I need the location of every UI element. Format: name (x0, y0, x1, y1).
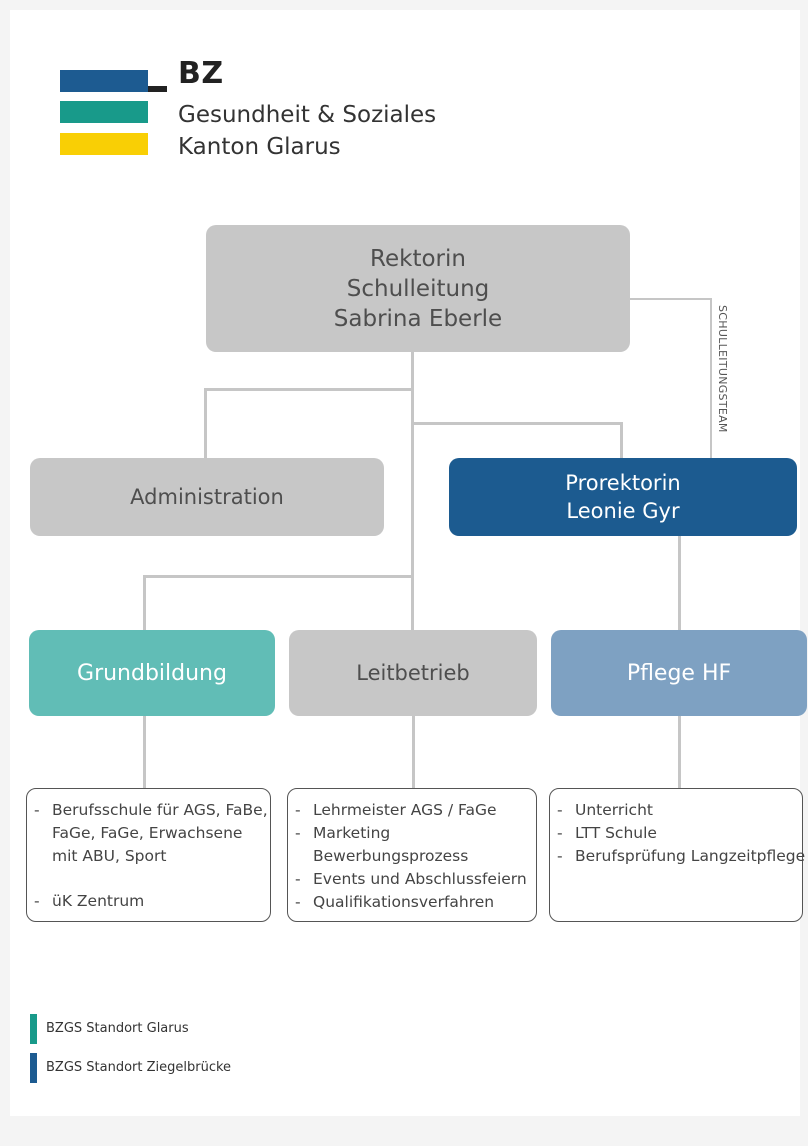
schulleitungsteam-label: SCHULLEITUNGSTEAM (716, 305, 729, 433)
connector-grund-drop (143, 575, 146, 630)
list-item: Qualifikationsverfahren (294, 891, 530, 914)
list-item: Bewerbungsprozess (313, 847, 469, 865)
list-item: Berufsprüfung Langzeitpflege (556, 845, 805, 868)
administration-label: Administration (130, 485, 284, 509)
connector-prorektor-horizontal (411, 422, 623, 425)
pflege-hf-list: Unterricht LTT Schule Berufsprüfung Lang… (549, 788, 805, 922)
connector-team-horizontal (630, 298, 712, 300)
leitbetrieb-box: Leitbetrieb (289, 630, 537, 716)
grundbildung-list: Berufsschule für AGS, FaBe, FaGe, FaGe, … (26, 788, 271, 922)
connector-team-drop (710, 298, 712, 458)
logo-line-2: Kanton Glarus (178, 134, 341, 160)
connector-admin-drop (204, 388, 207, 458)
prorektorin-box: Prorektorin Leonie Gyr (449, 458, 797, 536)
rektorin-box: Rektorin Schulleitung Sabrina Eberle (206, 225, 630, 352)
connector-pflege-drop (678, 536, 681, 630)
bz-logo: BZ Gesundheit & Soziales Kanton Glarus (60, 56, 436, 162)
leitbetrieb-label: Leitbetrieb (356, 661, 470, 685)
legend-label-ziegelbruecke: BZGS Standort Ziegelbrücke (46, 1060, 232, 1075)
connector-leit-list (412, 716, 415, 788)
administration-box: Administration (30, 458, 384, 536)
list-item: Berufsschule für AGS, FaBe, (33, 799, 268, 822)
grundbildung-label: Grundbildung (77, 660, 227, 686)
connector-leit-drop (411, 575, 414, 630)
connector-admin-horizontal (204, 388, 413, 391)
connector-prorektor-drop (620, 422, 623, 458)
page: BZ Gesundheit & Soziales Kanton Glarus (10, 10, 800, 1116)
connector-pflege-list (678, 716, 681, 788)
list-item: FaGe, FaGe, Erwachsene (52, 824, 243, 842)
grundbildung-box: Grundbildung (29, 630, 275, 716)
prorektorin-label: Prorektorin Leonie Gyr (565, 471, 681, 523)
connector-grund-horizontal (143, 575, 414, 578)
logo-bar-yellow (60, 133, 148, 155)
rektorin-label: Rektorin Schulleitung Sabrina Eberle (333, 245, 503, 332)
connector-grund-list (143, 716, 146, 788)
logo-bar-teal (60, 101, 148, 123)
pflege-hf-label: Pflege HF (626, 660, 732, 686)
list-item: Lehrmeister AGS / FaGe (294, 799, 530, 822)
leitbetrieb-list: Lehrmeister AGS / FaGe Marketing Bewerbu… (287, 788, 537, 922)
list-item: Unterricht (556, 799, 796, 822)
list-item: mit ABU, Sport (52, 847, 167, 865)
logo-abbr: BZ (178, 56, 224, 91)
connector-rektor-down (411, 352, 414, 578)
logo-line-1: Gesundheit & Soziales (178, 102, 437, 128)
legend-label-glarus: BZGS Standort Glarus (46, 1021, 189, 1036)
pflege-hf-box: Pflege HF (551, 630, 807, 716)
list-item: Events und Abschlussfeiern (294, 868, 530, 891)
list-item: LTT Schule (556, 822, 796, 845)
logo-bar-blue (60, 70, 148, 92)
legend-swatch-glarus (30, 1014, 37, 1044)
logo-dash (148, 86, 167, 92)
legend-swatch-ziegelbruecke (30, 1053, 37, 1083)
list-item: Marketing (294, 822, 530, 845)
list-item: üK Zentrum (33, 890, 264, 913)
